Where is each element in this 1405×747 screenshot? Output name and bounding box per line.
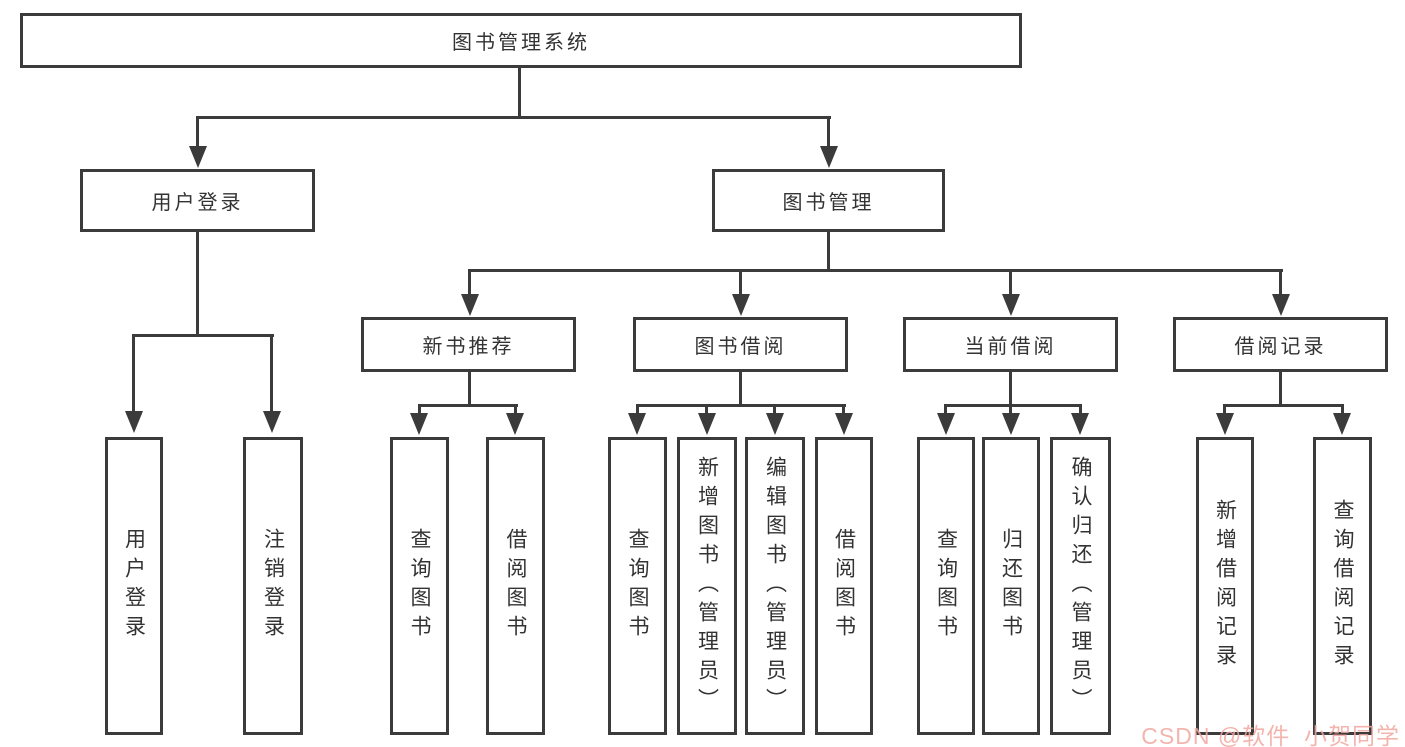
- leaf-label: 用户登录: [122, 528, 146, 644]
- node-label: 图书借阅: [694, 336, 787, 358]
- arrowhead-down-icon: [461, 294, 479, 316]
- leaf-label: 新增图书（管理员）: [695, 455, 719, 717]
- leaf-add-borrow-record: 新增借阅记录: [1196, 437, 1254, 735]
- leaf-borrow-books-recommend: 借阅图书: [486, 437, 545, 735]
- connector-line: [1279, 372, 1282, 407]
- arrowhead-down-icon: [820, 146, 838, 168]
- connector-line: [827, 232, 830, 272]
- connector-line: [842, 404, 845, 416]
- connector-line: [1009, 372, 1012, 407]
- connector-line: [705, 404, 708, 416]
- connector-line: [944, 404, 1082, 407]
- leaf-confirm-return-admin: 确认归还（管理员）: [1050, 437, 1111, 735]
- arrowhead-down-icon: [189, 146, 207, 168]
- connector-line: [739, 372, 742, 407]
- node-library-management-system: 图书管理系统: [20, 13, 1022, 68]
- arrowhead-down-icon: [263, 411, 281, 433]
- leaf-label: 确认归还（管理员）: [1069, 455, 1092, 717]
- node-current-borrowing: 当前借阅: [903, 317, 1118, 372]
- connector-line: [196, 116, 831, 119]
- leaf-user-login: 用户登录: [105, 437, 163, 735]
- arrowhead-down-icon: [125, 411, 143, 433]
- leaf-label: 归还图书: [999, 528, 1023, 644]
- node-label: 当前借阅: [964, 336, 1057, 358]
- leaf-label: 编辑图书（管理员）: [763, 455, 787, 717]
- arrowhead-down-icon: [766, 413, 784, 435]
- leaf-label: 借阅图书: [504, 528, 527, 644]
- arrowhead-down-icon: [410, 413, 428, 435]
- leaf-query-books-current: 查询图书: [917, 437, 975, 735]
- node-label: 图书管理: [782, 192, 875, 214]
- leaf-query-books-borrowing: 查询图书: [608, 437, 667, 735]
- connector-line: [418, 404, 518, 407]
- node-book-management: 图书管理: [712, 169, 945, 232]
- connector-line: [636, 404, 639, 416]
- arrowhead-down-icon: [628, 413, 646, 435]
- connector-line: [1341, 404, 1344, 416]
- arrowhead-down-icon: [937, 413, 955, 435]
- leaf-borrow-books: 借阅图书: [815, 437, 873, 735]
- arrowhead-down-icon: [1272, 294, 1290, 316]
- leaf-return-books: 归还图书: [982, 437, 1040, 735]
- leaf-label: 注销登录: [261, 528, 285, 644]
- connector-line: [827, 116, 830, 148]
- connector-line: [468, 269, 1283, 272]
- node-label: 用户登录: [151, 192, 244, 214]
- connector-line: [468, 269, 471, 297]
- leaf-query-books-recommend: 查询图书: [390, 437, 449, 735]
- node-label: 借阅记录: [1234, 336, 1327, 358]
- arrowhead-down-icon: [1002, 413, 1020, 435]
- connector-line: [418, 404, 421, 416]
- connector-line: [636, 404, 846, 407]
- arrowhead-down-icon: [835, 413, 853, 435]
- node-book-borrowing: 图书借阅: [633, 317, 848, 372]
- leaf-label: 查询借阅记录: [1331, 499, 1354, 673]
- leaf-query-borrow-record: 查询借阅记录: [1313, 437, 1372, 735]
- node-user-login: 用户登录: [80, 169, 315, 232]
- connector-line: [196, 232, 199, 337]
- leaf-label: 查询图书: [626, 528, 649, 644]
- node-borrowing-records: 借阅记录: [1173, 317, 1388, 372]
- connector-line: [1009, 269, 1012, 297]
- connector-line: [468, 372, 471, 407]
- arrowhead-down-icon: [698, 413, 716, 435]
- connector-line: [739, 269, 742, 297]
- connector-line: [944, 404, 947, 416]
- connector-line: [1279, 269, 1282, 297]
- connector-line: [132, 334, 274, 337]
- arrowhead-down-icon: [1216, 413, 1234, 435]
- node-label: 新书推荐: [422, 336, 515, 358]
- leaf-label: 查询图书: [408, 528, 431, 644]
- arrowhead-down-icon: [506, 413, 524, 435]
- arrowhead-down-icon: [732, 294, 750, 316]
- leaf-label: 查询图书: [934, 528, 958, 644]
- node-new-book-recommend: 新书推荐: [361, 317, 576, 372]
- arrowhead-down-icon: [1002, 294, 1020, 316]
- connector-line: [773, 404, 776, 416]
- connector-line: [270, 334, 273, 414]
- leaf-label: 新增借阅记录: [1213, 499, 1237, 673]
- connector-line: [514, 404, 517, 416]
- connector-line: [518, 68, 521, 119]
- connector-line: [1223, 404, 1344, 407]
- connector-line: [132, 334, 135, 414]
- node-label: 图书管理系统: [452, 32, 590, 54]
- connector-line: [1009, 404, 1012, 416]
- arrowhead-down-icon: [1333, 413, 1351, 435]
- connector-line: [1223, 404, 1226, 416]
- leaf-add-books-admin: 新增图书（管理员）: [677, 437, 737, 735]
- leaf-logout: 注销登录: [243, 437, 303, 735]
- arrowhead-down-icon: [1071, 413, 1089, 435]
- connector-line: [196, 116, 199, 148]
- connector-line: [1079, 404, 1082, 416]
- leaf-label: 借阅图书: [832, 528, 856, 644]
- leaf-edit-books-admin: 编辑图书（管理员）: [745, 437, 805, 735]
